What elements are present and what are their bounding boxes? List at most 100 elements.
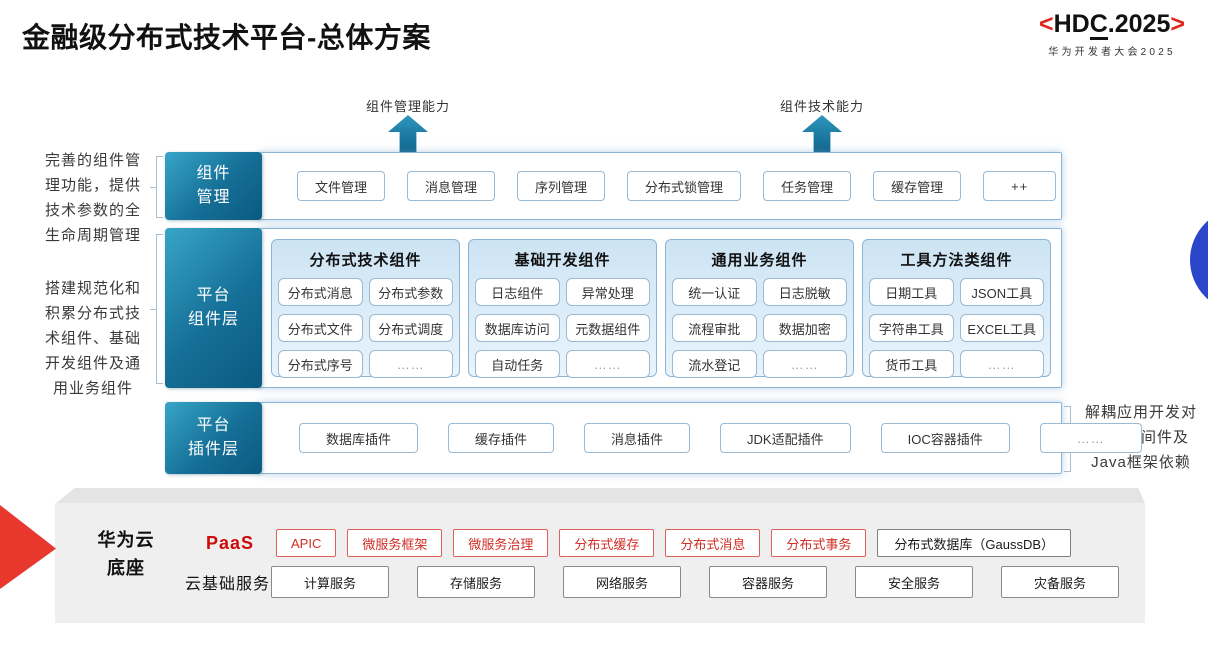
plugin-chip: 数据库插件 xyxy=(299,423,419,453)
paas-gaussdb-chip: 分布式数据库（GaussDB） xyxy=(877,529,1072,557)
foundation-label-line: 底座 xyxy=(107,558,145,578)
cloud-services-label: 云基础服务 xyxy=(185,576,271,593)
layer-content-platform-plugins: 数据库插件 缓存插件 消息插件 JDK适配插件 IOC容器插件 …… xyxy=(260,402,1142,474)
layer-platform-components: 平台 组件层 分布式技术组件 分布式消息 分布式参数 分布式文件 分布式调度 分… xyxy=(165,228,1062,388)
cloud-service-chip: 存储服务 xyxy=(417,566,535,598)
component-chip: 异常处理 xyxy=(565,278,650,306)
component-chip: 元数据组件 xyxy=(565,314,650,342)
blue-circle-decoration xyxy=(1190,208,1208,312)
component-chip: 分布式参数 xyxy=(368,278,453,306)
note-platform-components: 搭建规范化和积累分布式技术组件、基础开发组件及通用业务组件 xyxy=(44,280,141,397)
layer-label-platform-plugins: 平台 插件层 xyxy=(165,402,262,474)
layer-label-line: 组件 xyxy=(196,165,231,182)
mgmt-chip: 消息管理 xyxy=(407,171,496,201)
component-chip: 数据加密 xyxy=(762,314,847,342)
component-chip-ellipsis: …… xyxy=(368,350,453,378)
group-grid: 统一认证 日志脱敏 流程审批 数据加密 流水登记 …… xyxy=(672,278,847,378)
cloud-service-chip: 灾备服务 xyxy=(1001,566,1119,598)
component-chip: 流程审批 xyxy=(672,314,757,342)
paas-service-chip: 分布式事务 xyxy=(771,529,867,557)
arrow-label-technical: 组件技术能力 xyxy=(779,99,864,114)
plugin-chip: JDK适配插件 xyxy=(720,423,851,453)
mgmt-chip: 分布式锁管理 xyxy=(627,171,742,201)
component-chip: 分布式序号 xyxy=(278,350,363,378)
cloud-service-chip: 安全服务 xyxy=(855,566,973,598)
logo-right-angle: > xyxy=(1170,10,1185,38)
paas-service-chip: APIC xyxy=(276,529,337,557)
plugin-chip: 消息插件 xyxy=(584,423,691,453)
up-arrow-icon xyxy=(802,115,842,152)
component-chip: 分布式文件 xyxy=(278,314,363,342)
note-component-management: 完善的组件管理功能，提供技术参数的全生命周期管理 xyxy=(44,152,141,244)
left-bracket-row1 xyxy=(150,156,163,218)
up-arrow-icon xyxy=(388,115,428,152)
component-chip: 日期工具 xyxy=(869,278,954,306)
paas-service-chip: 分布式消息 xyxy=(665,529,761,557)
component-chip-ellipsis: …… xyxy=(565,350,650,378)
logo-hd: HD xyxy=(1053,10,1090,38)
component-chip: 字符串工具 xyxy=(869,314,954,342)
hdc-logo-subtitle: 华为开发者大会2025 xyxy=(1048,46,1176,58)
left-bracket-row2 xyxy=(150,234,163,384)
component-chip: 数据库访问 xyxy=(475,314,560,342)
group-grid: 分布式消息 分布式参数 分布式文件 分布式调度 分布式序号 …… xyxy=(278,278,453,378)
paas-label: PaaS xyxy=(205,532,255,553)
cloud-service-chip: 容器服务 xyxy=(709,566,827,598)
group-grid: 日志组件 异常处理 数据库访问 元数据组件 自动任务 …… xyxy=(475,278,650,378)
component-chip: 自动任务 xyxy=(475,350,560,378)
paas-service-chip: 分布式缓存 xyxy=(559,529,655,557)
group-title: 工具方法类组件 xyxy=(900,252,1013,269)
group-basic-dev: 基础开发组件 日志组件 异常处理 数据库访问 元数据组件 自动任务 …… xyxy=(468,239,657,378)
mgmt-chip: 任务管理 xyxy=(763,171,852,201)
logo-c-underlined: C xyxy=(1089,10,1108,40)
layer-content-component-management: 文件管理 消息管理 序列管理 分布式锁管理 任务管理 缓存管理 ++ xyxy=(260,152,1062,220)
mgmt-chip: 序列管理 xyxy=(517,171,606,201)
mgmt-chip-plus: ++ xyxy=(983,171,1057,201)
layer-label-line: 平台 xyxy=(196,417,231,434)
foundation-3d-top-face xyxy=(55,488,1145,504)
component-chip: EXCEL工具 xyxy=(959,314,1044,342)
component-chip: 货币工具 xyxy=(869,350,954,378)
group-grid: 日期工具 JSON工具 字符串工具 EXCEL工具 货币工具 …… xyxy=(869,278,1044,378)
logo-left-angle: < xyxy=(1039,10,1054,38)
component-chip: 日志组件 xyxy=(475,278,560,306)
group-title: 通用业务组件 xyxy=(711,252,808,269)
hdc-2025-logo: <HDC.2025> 华为开发者大会2025 xyxy=(1024,10,1200,58)
layer-label-line: 插件层 xyxy=(187,441,239,458)
layer-label-line: 管理 xyxy=(196,189,231,206)
component-chip: 分布式调度 xyxy=(368,314,453,342)
group-common-business: 通用业务组件 统一认证 日志脱敏 流程审批 数据加密 流水登记 …… xyxy=(665,239,854,378)
layer-label-component-management: 组件 管理 xyxy=(165,152,262,220)
paas-row: PaaS APIC 微服务框架 微服务治理 分布式缓存 分布式消息 分布式事务 … xyxy=(195,528,1072,558)
component-chip: 统一认证 xyxy=(672,278,757,306)
foundation-huawei-cloud: 华为云 底座 PaaS APIC 微服务框架 微服务治理 分布式缓存 分布式消息… xyxy=(55,503,1145,623)
foundation-label-line: 华为云 xyxy=(97,530,155,550)
plugin-chip: IOC容器插件 xyxy=(880,423,1010,453)
group-title: 分布式技术组件 xyxy=(309,252,422,269)
group-distributed-tech: 分布式技术组件 分布式消息 分布式参数 分布式文件 分布式调度 分布式序号 …… xyxy=(271,239,460,378)
group-title: 基础开发组件 xyxy=(514,252,611,269)
layer-component-management: 组件 管理 文件管理 消息管理 序列管理 分布式锁管理 任务管理 缓存管理 ++ xyxy=(165,152,1062,220)
group-tool-methods: 工具方法类组件 日期工具 JSON工具 字符串工具 EXCEL工具 货币工具 …… xyxy=(862,239,1051,378)
red-pointer-icon xyxy=(0,505,56,589)
paas-service-chip: 微服务框架 xyxy=(347,529,443,557)
foundation-label: 华为云 底座 xyxy=(83,526,169,582)
paas-service-chip: 微服务治理 xyxy=(453,529,549,557)
component-chip-ellipsis: …… xyxy=(762,350,847,378)
component-chip: JSON工具 xyxy=(959,278,1044,306)
cloud-service-chip: 网络服务 xyxy=(563,566,681,598)
mgmt-chip: 缓存管理 xyxy=(873,171,962,201)
component-chip: 日志脱敏 xyxy=(762,278,847,306)
layer-label-line: 平台 xyxy=(196,287,231,304)
plugin-chip: 缓存插件 xyxy=(448,423,555,453)
page-title: 金融级分布式技术平台-总体方案 xyxy=(22,22,431,53)
layer-label-platform-components: 平台 组件层 xyxy=(165,228,262,388)
hdc-logo-wordmark: <HDC.2025> xyxy=(1024,10,1200,40)
mgmt-chip: 文件管理 xyxy=(297,171,386,201)
layer-platform-plugins: 平台 插件层 数据库插件 缓存插件 消息插件 JDK适配插件 IOC容器插件 …… xyxy=(165,402,1142,474)
component-chip: 分布式消息 xyxy=(278,278,363,306)
logo-year: .2025 xyxy=(1107,10,1171,38)
component-chip: 流水登记 xyxy=(672,350,757,378)
cloud-service-chip: 计算服务 xyxy=(271,566,389,598)
